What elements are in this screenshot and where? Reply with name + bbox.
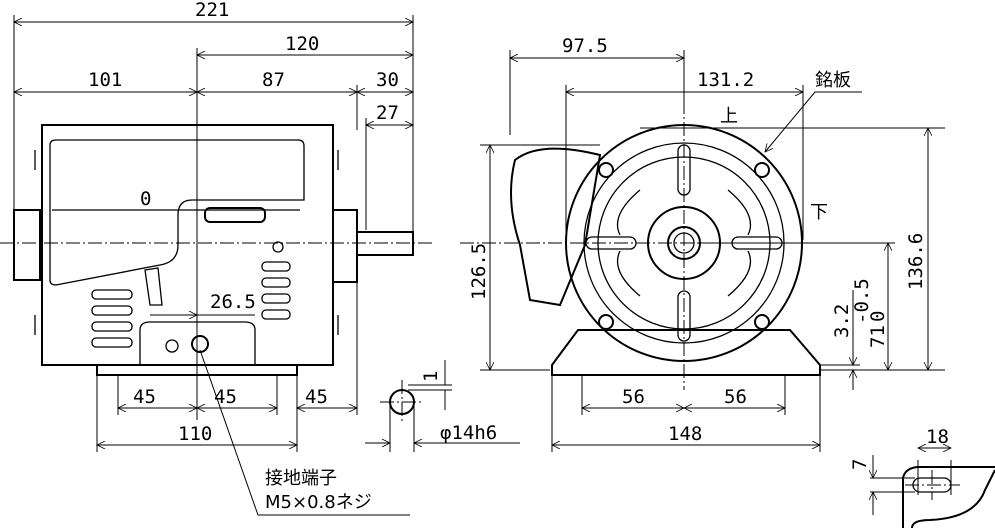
dim-foot-end: 45 (305, 386, 328, 408)
dim-shaft-extension: 30 (376, 69, 399, 91)
ground-terminal-label: 接地端子 (265, 468, 337, 489)
bottom-mark: 下 (810, 202, 828, 223)
screw-icon (272, 241, 284, 253)
dim-front-base-width: 148 (668, 423, 702, 445)
side-view: 221 120 101 87 30 27 0 (0, 0, 520, 516)
dim-key-depth: 1 (420, 371, 442, 382)
dim-rear-to-center: 101 (88, 69, 122, 91)
ground-terminal-screw (191, 335, 209, 353)
nameplate-label: 銘板 (815, 70, 851, 91)
dim-base-width: 110 (178, 423, 212, 445)
cable-gland (144, 267, 163, 306)
dim-front-foot-right: 56 (724, 386, 747, 408)
terminal-box (49, 139, 305, 286)
dim-foot-left: 45 (133, 386, 156, 408)
dim-shaft-to-center: 120 (285, 33, 319, 55)
top-mark: 上 (720, 106, 738, 127)
dim-center-height: 71 (867, 325, 889, 348)
dim-shaft-length: 27 (376, 102, 399, 124)
front-view: 97.5 131.2 銘板 上 下 126.5 136.6 (460, 35, 945, 452)
dim-shaft-diameter: φ14h6 (440, 422, 497, 444)
vent-slots (91, 261, 291, 348)
dim-frame-diameter: 131.2 (697, 69, 754, 91)
dim-foot-offset: 26.5 (210, 291, 256, 313)
dim-overall: 221 (195, 0, 229, 21)
motor-base (96, 364, 298, 376)
nameplate-leader (765, 91, 862, 152)
motor-frame (41, 124, 334, 366)
dim-slot-width: 7 (849, 459, 871, 470)
dim-left-extent: 97.5 (562, 35, 608, 57)
nameplate-slot (204, 207, 266, 223)
ground-terminal-thread: M5×0.8ネジ (265, 492, 372, 513)
dim-foot-right: 45 (214, 386, 237, 408)
end-frame-ribs (585, 144, 783, 342)
dim-center-to-shoulder: 87 (262, 69, 285, 91)
mark-zero: 0 (140, 188, 151, 210)
dim-total-height: 126.5 (468, 243, 490, 300)
dim-center-tol-lower: -0.5 (851, 278, 873, 324)
ground-terminal-leader (199, 349, 410, 516)
dim-top-height: 136.6 (905, 233, 927, 290)
foot-slot-detail: 18 7 (849, 426, 995, 528)
dim-front-foot-left: 56 (622, 386, 645, 408)
end-brackets (13, 209, 358, 283)
front-base (551, 329, 821, 376)
dim-foot-thickness: 3.2 (831, 304, 853, 338)
dim-slot-length: 18 (926, 426, 949, 448)
dim-center-tol-upper: 0 (867, 311, 889, 322)
terminal-box-profile (510, 147, 602, 307)
